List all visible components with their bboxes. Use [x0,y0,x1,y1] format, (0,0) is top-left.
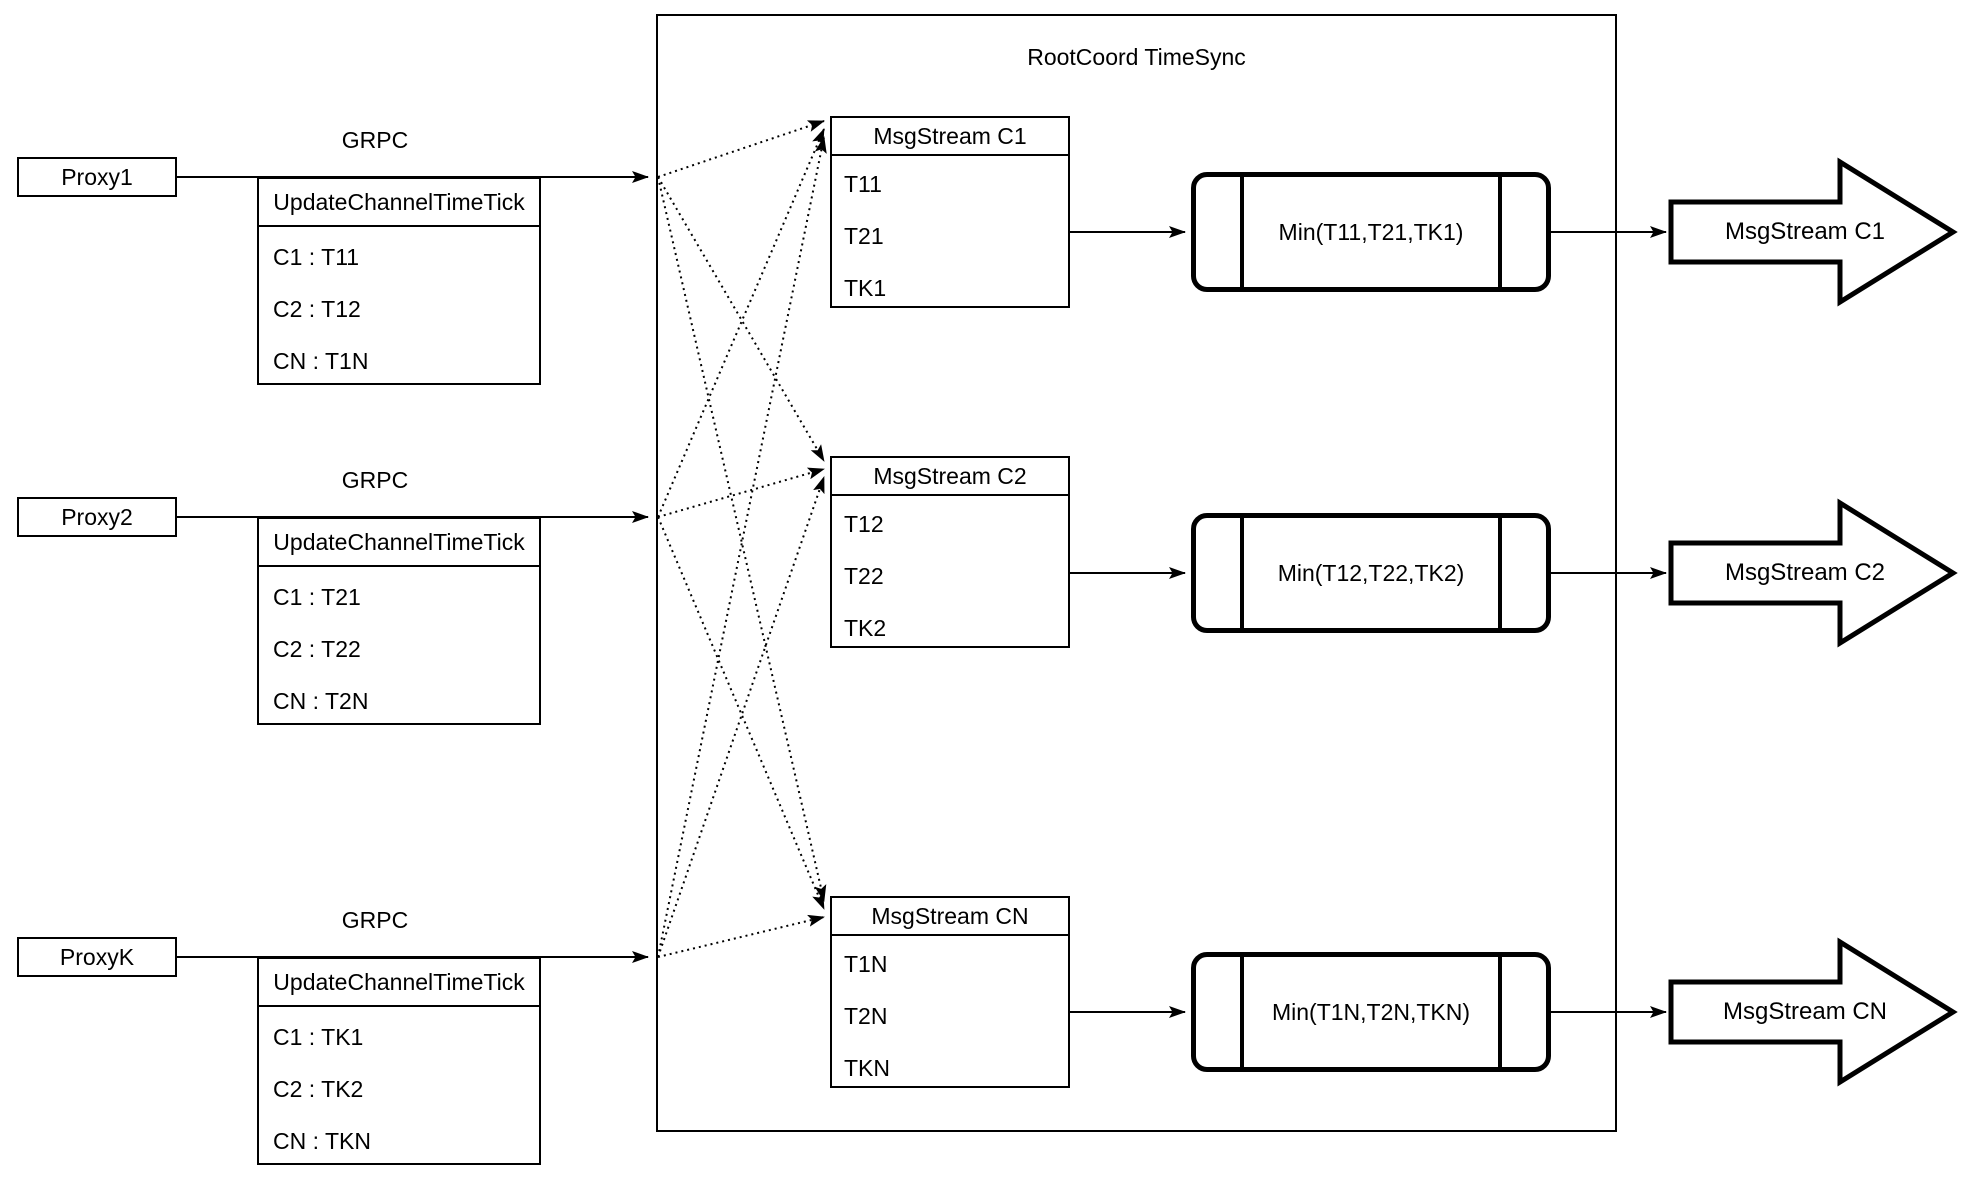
rootcoord-timesync-box [656,14,1617,1132]
proxy-1-box: Proxy1 [17,157,177,197]
msgstream-c1-table-header: MsgStream C1 [832,118,1068,156]
msgstream-c2-output-label: MsgStream C2 [1724,559,1886,586]
msgstream-c2-output-arrow [1668,498,1958,648]
msgstream-cn-row: T1N [844,950,888,977]
rootcoord-timesync-title: RootCoord TimeSync [1027,44,1246,70]
msgstream-c1-output-arrow [1668,157,1958,307]
update-channel-timetick-table-1: UpdateChannelTimeTick C1 : T11 C2 : T12 … [257,177,541,385]
grpc-label-2: GRPC [341,467,409,493]
proxy-2-label: Proxy2 [61,503,133,530]
proxy-1-label: Proxy1 [61,163,133,190]
msgstream-cn-table-header: MsgStream CN [832,898,1068,936]
proxy-2-box: Proxy2 [17,497,177,537]
min-box-2: Min(T12,T22,TK2) [1191,513,1551,633]
min-box-1: Min(T11,T21,TK1) [1191,172,1551,292]
min-box-1-left-bar [1240,177,1244,287]
table-3-row: C1 : TK1 [273,1023,364,1050]
update-channel-timetick-table-2: UpdateChannelTimeTick C1 : T21 C2 : T22 … [257,517,541,725]
msgstream-c1-row: T11 [844,170,882,197]
min-box-3-right-bar [1498,957,1502,1067]
table-1-row: C2 : T12 [273,295,361,322]
table-2-row: C1 : T21 [273,583,361,610]
table-1-row: C1 : T11 [273,243,360,270]
msgstream-c1-row: T21 [844,222,884,249]
msgstream-c2-row: T12 [844,510,884,537]
table-1-row: CN : T1N [273,347,369,374]
min-label-3: Min(T1N,T2N,TKN) [1271,998,1471,1025]
msgstream-c1-table: MsgStream C1 T11 T21 TK1 [830,116,1070,308]
min-box-2-right-bar [1498,518,1502,628]
table-2-row: CN : T2N [273,687,369,714]
msgstream-cn-row: TKN [844,1054,890,1081]
table-3-row: CN : TKN [273,1127,371,1154]
msgstream-c2-table-header: MsgStream C2 [832,458,1068,496]
msgstream-cn-table: MsgStream CN T1N T2N TKN [830,896,1070,1088]
min-label-1: Min(T11,T21,TK1) [1278,218,1464,245]
msgstream-c1-output-label: MsgStream C1 [1724,218,1886,245]
min-to-output-connectors [1551,226,1667,1018]
min-box-2-left-bar [1240,518,1244,628]
min-box-3-left-bar [1240,957,1244,1067]
min-box-1-right-bar [1498,177,1502,287]
table-3-header: UpdateChannelTimeTick [259,959,539,1007]
fanout-dotted-connectors [657,120,827,958]
table-2-row: C2 : T22 [273,635,361,662]
msgstream-c1-row: TK1 [844,274,887,301]
msgstream-c2-row: T22 [844,562,884,589]
msgstream-cn-output-label: MsgStream CN [1722,998,1888,1025]
proxy-k-label: ProxyK [59,943,135,970]
table-2-header: UpdateChannelTimeTick [259,519,539,567]
grpc-label-1: GRPC [341,127,409,153]
msgstream-c2-row: TK2 [844,614,887,641]
table-1-header: UpdateChannelTimeTick [259,179,539,227]
update-channel-timetick-table-3: UpdateChannelTimeTick C1 : TK1 C2 : TK2 … [257,957,541,1165]
grpc-label-3: GRPC [341,907,409,933]
msgstream-c2-table: MsgStream C2 T12 T22 TK2 [830,456,1070,648]
msgstream-cn-row: T2N [844,1002,888,1029]
table-3-row: C2 : TK2 [273,1075,364,1102]
min-box-3: Min(T1N,T2N,TKN) [1191,952,1551,1072]
min-label-2: Min(T12,T22,TK2) [1277,559,1465,586]
table-to-min-connectors [1070,226,1186,1018]
msgstream-cn-output-arrow [1668,937,1958,1087]
output-block-arrows [1668,157,1958,1087]
proxy-k-box: ProxyK [17,937,177,977]
